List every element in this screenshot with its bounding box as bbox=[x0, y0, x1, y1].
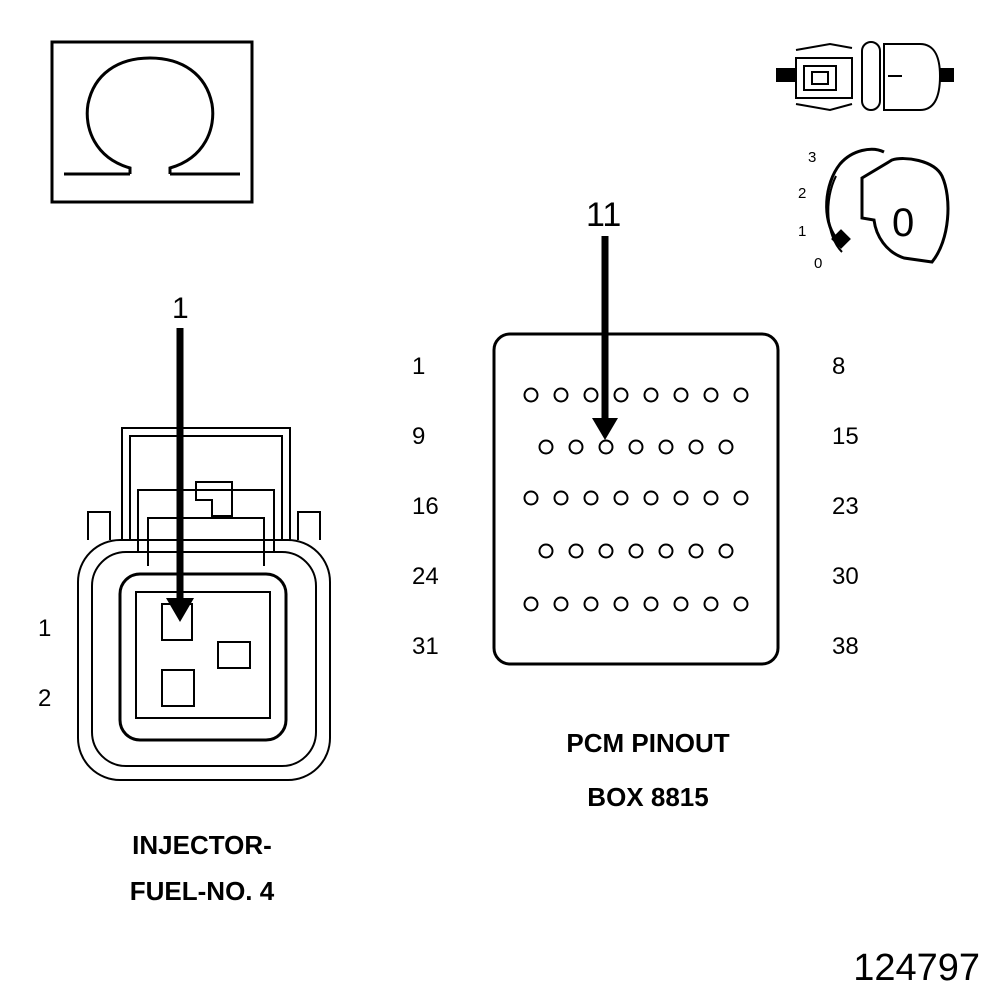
injector-pin-label-2: 2 bbox=[38, 685, 51, 712]
pcm-pin-3 bbox=[583, 387, 599, 403]
pcm-pin-23 bbox=[733, 490, 749, 506]
pcm-right-label-23: 23 bbox=[832, 493, 859, 520]
pcm-pin-25 bbox=[568, 543, 584, 559]
pcm-pin-37 bbox=[703, 596, 719, 612]
pcm-caption-line-1: PCM PINOUT bbox=[566, 728, 729, 758]
pcm-pin-11 bbox=[598, 439, 614, 455]
pcm-right-label-38: 38 bbox=[832, 633, 859, 660]
pcm-left-label-16: 16 bbox=[412, 493, 439, 520]
injector-test-arrow: 1 bbox=[166, 292, 194, 622]
injector-caption-line-1: INJECTOR- bbox=[132, 830, 272, 860]
pcm-caption-line-2: BOX 8815 bbox=[587, 782, 708, 812]
pcm-pin-13 bbox=[658, 439, 674, 455]
pcm-pin-27 bbox=[628, 543, 644, 559]
pcm-pin-6 bbox=[673, 387, 689, 403]
pcm-pin-7 bbox=[703, 387, 719, 403]
pcm-pin-18 bbox=[583, 490, 599, 506]
pcm-connector bbox=[492, 332, 780, 666]
disconnect-connector-icon bbox=[776, 41, 954, 112]
pcm-pin-17 bbox=[553, 490, 569, 506]
pcm-pin-16 bbox=[523, 490, 539, 506]
injector-pin-label-1: 1 bbox=[38, 615, 51, 642]
pcm-pin-36 bbox=[673, 596, 689, 612]
pcm-pin-28 bbox=[658, 543, 674, 559]
pcm-pin-1 bbox=[523, 387, 539, 403]
pcm-pin-20 bbox=[643, 490, 659, 506]
injector-pin-2 bbox=[161, 669, 195, 707]
ohmmeter-icon bbox=[50, 40, 254, 204]
pcm-pin-29 bbox=[688, 543, 704, 559]
pcm-pin-21 bbox=[673, 490, 689, 506]
pcm-pin-12 bbox=[628, 439, 644, 455]
ignition-position-3: 3 bbox=[808, 149, 816, 166]
injector-connector bbox=[77, 427, 331, 781]
pcm-pin-10 bbox=[568, 439, 584, 455]
pcm-pin-26 bbox=[598, 543, 614, 559]
pcm-right-label-15: 15 bbox=[832, 423, 859, 450]
ignition-position-1: 1 bbox=[798, 223, 806, 240]
pcm-pin-19 bbox=[613, 490, 629, 506]
ignition-key-label: 0 bbox=[892, 201, 914, 245]
pcm-pin-31 bbox=[523, 596, 539, 612]
pcm-left-label-24: 24 bbox=[412, 563, 439, 590]
pcm-arrow-label: 11 bbox=[586, 196, 621, 234]
pcm-pin-22 bbox=[703, 490, 719, 506]
pcm-left-label-1: 1 bbox=[412, 353, 425, 380]
injector-caption-line-2: FUEL-NO. 4 bbox=[130, 876, 275, 906]
pcm-pin-2 bbox=[553, 387, 569, 403]
pcm-pin-5 bbox=[643, 387, 659, 403]
pcm-pin-35 bbox=[643, 596, 659, 612]
pcm-pin-9 bbox=[538, 439, 554, 455]
pcm-right-label-30: 30 bbox=[832, 563, 859, 590]
figure-number: 124797 bbox=[853, 947, 980, 989]
ignition-position-0: 0 bbox=[814, 255, 822, 272]
pcm-pin-24 bbox=[538, 543, 554, 559]
pcm-test-arrow: 11 bbox=[586, 196, 621, 440]
pcm-pin-32 bbox=[553, 596, 569, 612]
pcm-pin-14 bbox=[688, 439, 704, 455]
pcm-pin-15 bbox=[718, 439, 734, 455]
injector-arrow-label: 1 bbox=[172, 292, 189, 325]
pcm-pin-4 bbox=[613, 387, 629, 403]
pcm-left-label-9: 9 bbox=[412, 423, 425, 450]
ignition-key-icon: 3 2 1 0 0 bbox=[798, 147, 950, 272]
pcm-pin-grid bbox=[523, 387, 749, 612]
pcm-pin-38 bbox=[733, 596, 749, 612]
pcm-left-label-31: 31 bbox=[412, 633, 439, 660]
ignition-position-2: 2 bbox=[798, 185, 806, 202]
pcm-pin-30 bbox=[718, 543, 734, 559]
pcm-pin-8 bbox=[733, 387, 749, 403]
pcm-pin-34 bbox=[613, 596, 629, 612]
pcm-pin-33 bbox=[583, 596, 599, 612]
pcm-right-label-8: 8 bbox=[832, 353, 845, 380]
